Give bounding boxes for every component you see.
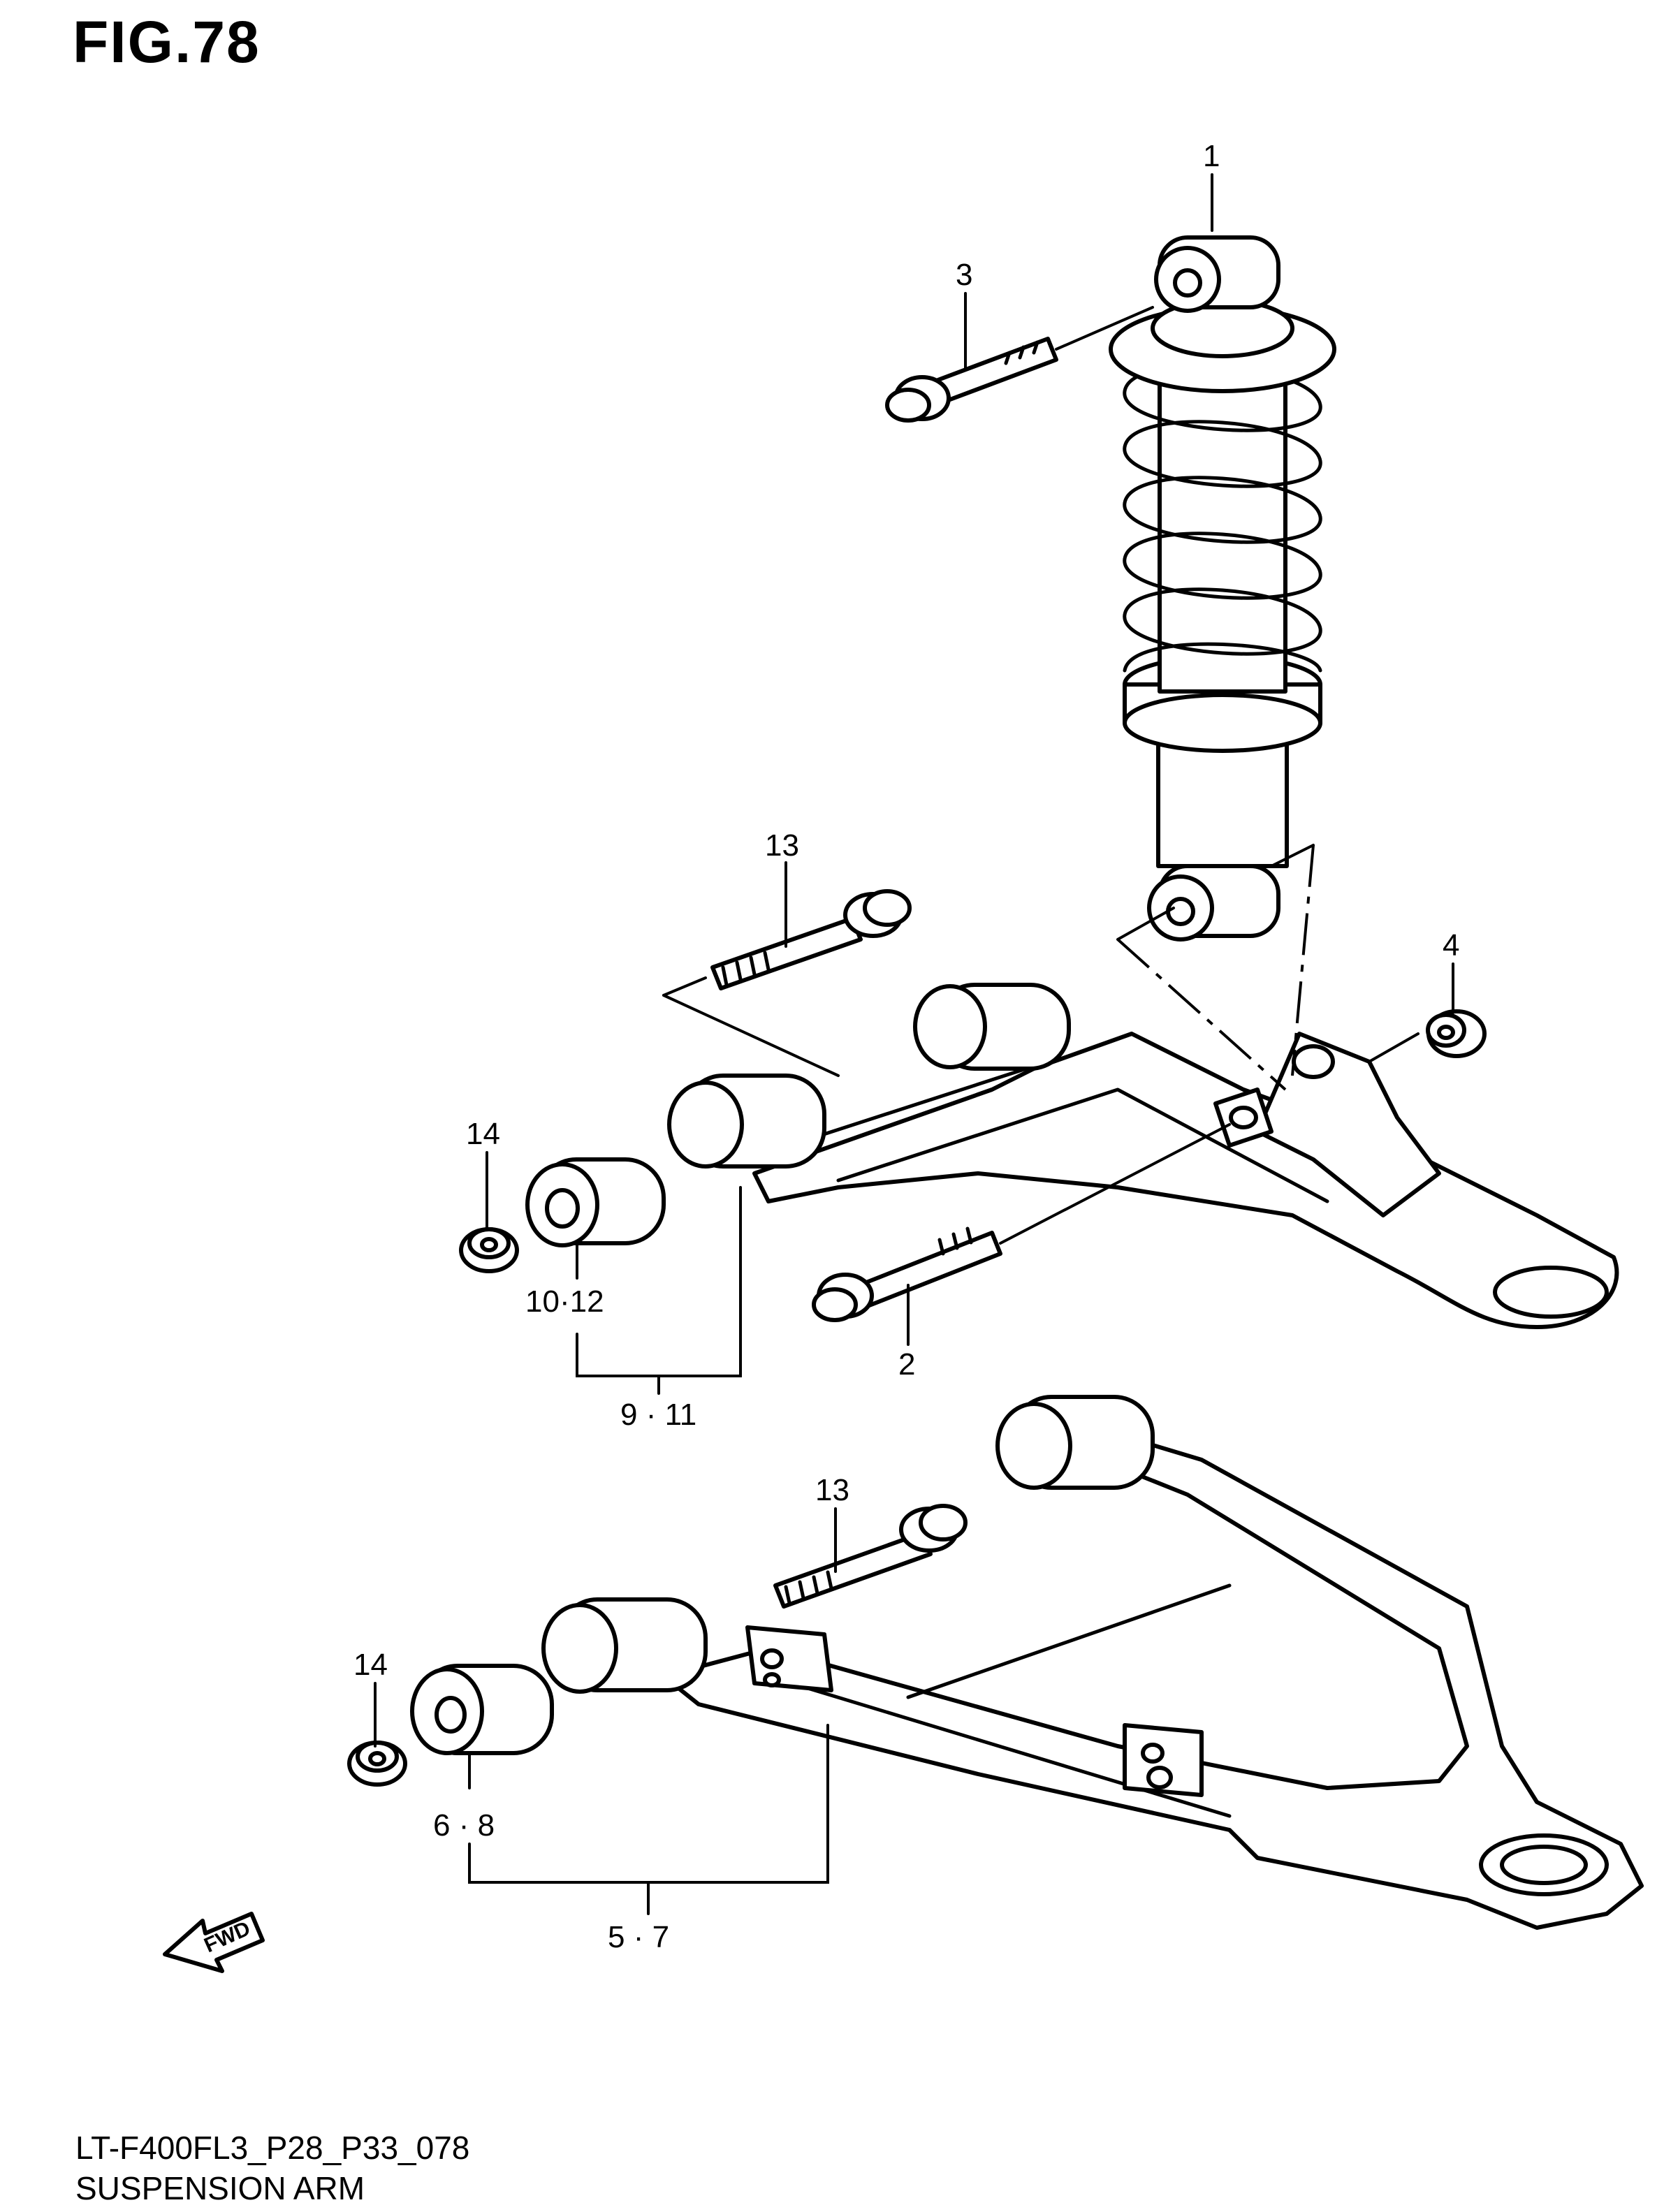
bushing-upper[interactable] — [525, 1157, 666, 1247]
bolt-3[interactable] — [885, 306, 1154, 423]
callout-1: 1 — [1203, 139, 1220, 173]
callout-14-upper: 14 — [466, 1117, 500, 1151]
callout-leaders — [374, 173, 1454, 1915]
nut-14-lower[interactable] — [347, 1741, 407, 1787]
nut-14-upper[interactable] — [459, 1227, 519, 1273]
callout-13-upper: 13 — [765, 828, 799, 863]
callout-9-11: 9 · 11 — [620, 1398, 696, 1432]
leader-line — [662, 994, 840, 1077]
figure-name: SUSPENSION ARM — [75, 2170, 365, 2206]
leader-line — [1116, 907, 1175, 941]
callout-4: 4 — [1443, 928, 1459, 962]
leader-line — [1270, 844, 1315, 867]
nut-4[interactable] — [1368, 1009, 1487, 1063]
callout-2: 2 — [898, 1347, 915, 1382]
callout-14-lower: 14 — [353, 1648, 388, 1682]
fwd-arrow-icon: FWD — [163, 1912, 265, 1973]
bolt-2[interactable] — [812, 1123, 1231, 1322]
leader-line — [1116, 938, 1287, 1091]
shock-absorber[interactable] — [1109, 235, 1336, 942]
leader-line — [1291, 844, 1315, 1076]
lower-suspension-arm[interactable] — [541, 1395, 1644, 1930]
leader-line — [662, 976, 707, 997]
figure-title: FIG.78 — [73, 9, 261, 75]
callout-13-lower: 13 — [815, 1473, 849, 1507]
upper-suspension-arm[interactable] — [667, 983, 1619, 1329]
bolt-13-upper[interactable] — [710, 889, 912, 990]
bolt-13-lower[interactable] — [773, 1504, 968, 1609]
bushing-lower[interactable] — [410, 1664, 554, 1755]
callout-5-7: 5 · 7 — [608, 1920, 669, 1954]
callout-6-8: 6 · 8 — [433, 1808, 495, 1843]
callout-3: 3 — [956, 258, 972, 292]
callout-10-12: 10·12 — [525, 1284, 604, 1319]
figure-code: LT-F400FL3_P28_P33_078 — [75, 2130, 470, 2166]
